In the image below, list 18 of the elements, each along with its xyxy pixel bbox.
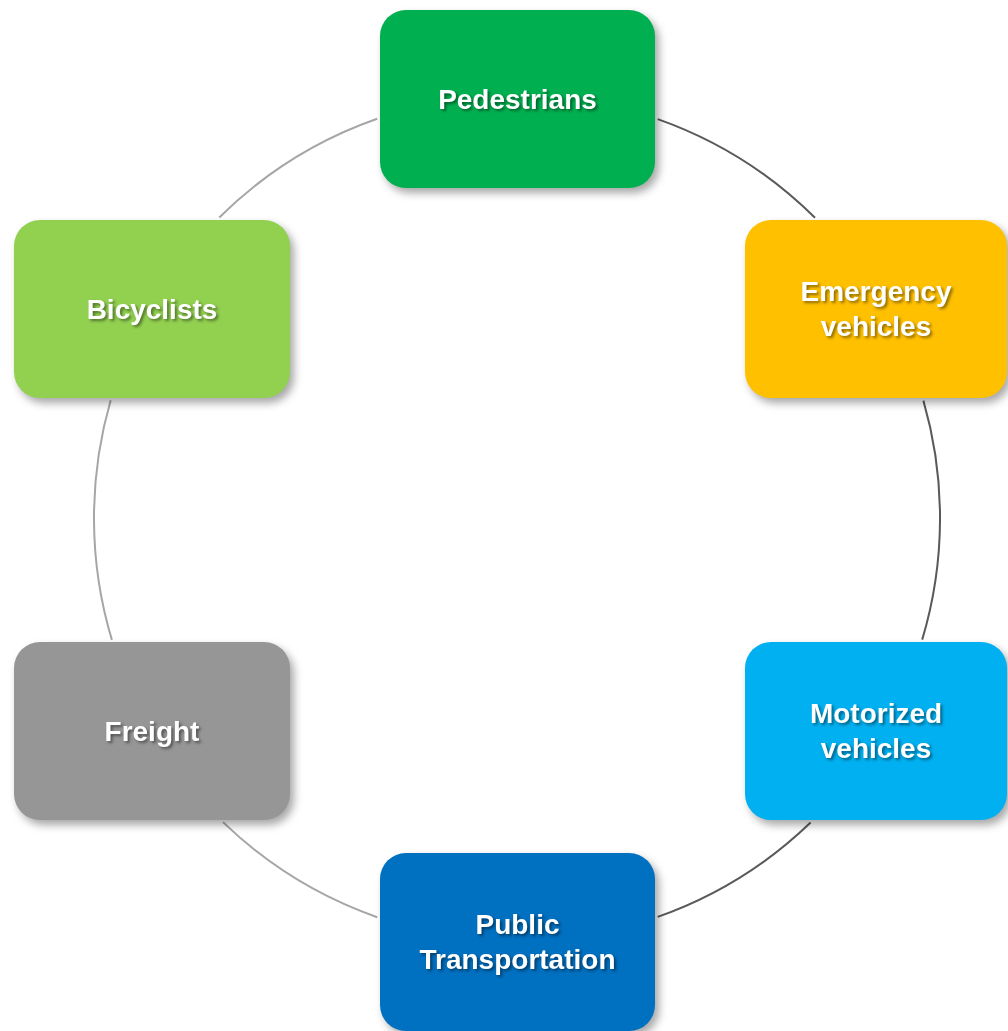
connector-arc <box>921 399 941 641</box>
category-label: Public Transportation <box>418 908 617 977</box>
category-box <box>14 642 290 820</box>
category-box <box>745 220 1007 398</box>
connector-arc <box>222 821 379 919</box>
category-box <box>380 853 655 1031</box>
category-label: Motorized vehicles <box>808 697 944 766</box>
connector-arc <box>218 117 379 219</box>
connector-arc <box>656 821 812 918</box>
connector-arc <box>93 399 113 641</box>
category-box <box>745 642 1007 820</box>
category-label: Pedestrians <box>438 82 597 117</box>
category-box <box>380 10 655 188</box>
category-label: Emergency vehicles <box>799 275 953 344</box>
connector-arc <box>656 118 816 219</box>
category-box <box>14 220 290 398</box>
category-label: Freight <box>104 714 200 749</box>
category-label: Bicyclists <box>86 292 218 327</box>
